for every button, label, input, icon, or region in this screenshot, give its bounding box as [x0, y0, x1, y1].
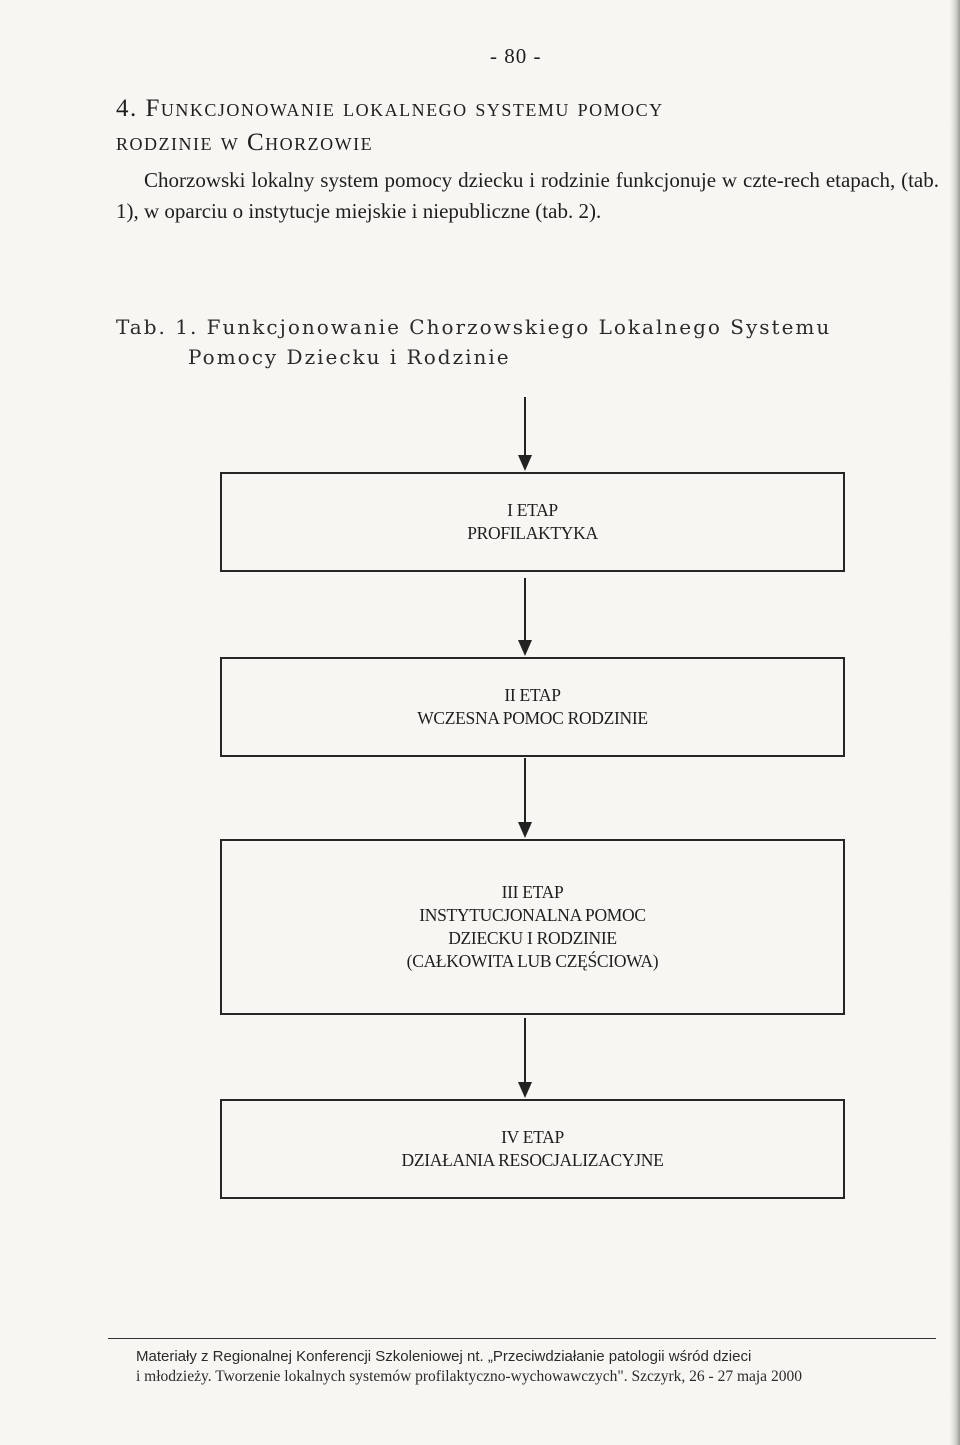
- footnote-line-2: i młodzieży. Tworzenie lokalnych systemó…: [136, 1368, 802, 1385]
- arrow-down-icon: [518, 578, 532, 656]
- arrow-down-icon: [518, 397, 532, 471]
- stage-2-label: II ETAP: [504, 685, 561, 705]
- table-caption: Tab. 1. Funkcjonowanie Chorzowskiego Lok…: [116, 312, 916, 372]
- stage-box-2: II ETAP WCZESNA POMOC RODZINIE: [220, 657, 845, 757]
- body-paragraph: Chorzowski lokalny system pomocy dziecku…: [116, 168, 939, 223]
- heading-line-1: 4. Funkcjonowanie lokalnego systemu pomo…: [116, 95, 664, 122]
- stage-3-line-2: DZIECKU I RODZINIE: [448, 928, 617, 948]
- page-number: - 80 -: [490, 44, 542, 68]
- heading-line-2: rodzinie w Chorzowie: [116, 129, 374, 156]
- arrow-down-icon: [518, 1018, 532, 1098]
- caption-line-1: Tab. 1. Funkcjonowanie Chorzowskiego Lok…: [116, 315, 832, 339]
- stage-box-1: I ETAP PROFILAKTYKA: [220, 472, 845, 572]
- stage-3-line-1: INSTYTUCJONALNA POMOC: [419, 905, 646, 925]
- stage-1-label: I ETAP: [507, 500, 558, 520]
- footnote: Materiały z Regionalnej Konferencji Szko…: [136, 1347, 936, 1387]
- stage-4-label: IV ETAP: [501, 1127, 564, 1147]
- arrow-down-icon: [518, 758, 532, 838]
- stage-3-line-3: (CAŁKOWITA LUB CZĘŚCIOWA): [406, 951, 659, 971]
- caption-line-2: Pomocy Dziecku i Rodzinie: [188, 345, 511, 369]
- footnote-rule: [108, 1338, 936, 1339]
- stage-2-line-1: WCZESNA POMOC RODZINIE: [417, 708, 648, 728]
- stage-1-line-1: PROFILAKTYKA: [467, 523, 598, 543]
- page-edge: [950, 0, 960, 1445]
- section-heading: 4. Funkcjonowanie lokalnego systemu pomo…: [116, 92, 876, 160]
- stage-4-line-1: DZIAŁANIA RESOCJALIZACYJNE: [401, 1150, 664, 1170]
- footnote-line-1: Materiały z Regionalnej Konferencji Szko…: [136, 1348, 752, 1365]
- stage-box-3: III ETAP INSTYTUCJONALNA POMOC DZIECKU I…: [220, 839, 845, 1015]
- stage-3-label: III ETAP: [501, 882, 564, 902]
- stage-box-4: IV ETAP DZIAŁANIA RESOCJALIZACYJNE: [220, 1099, 845, 1199]
